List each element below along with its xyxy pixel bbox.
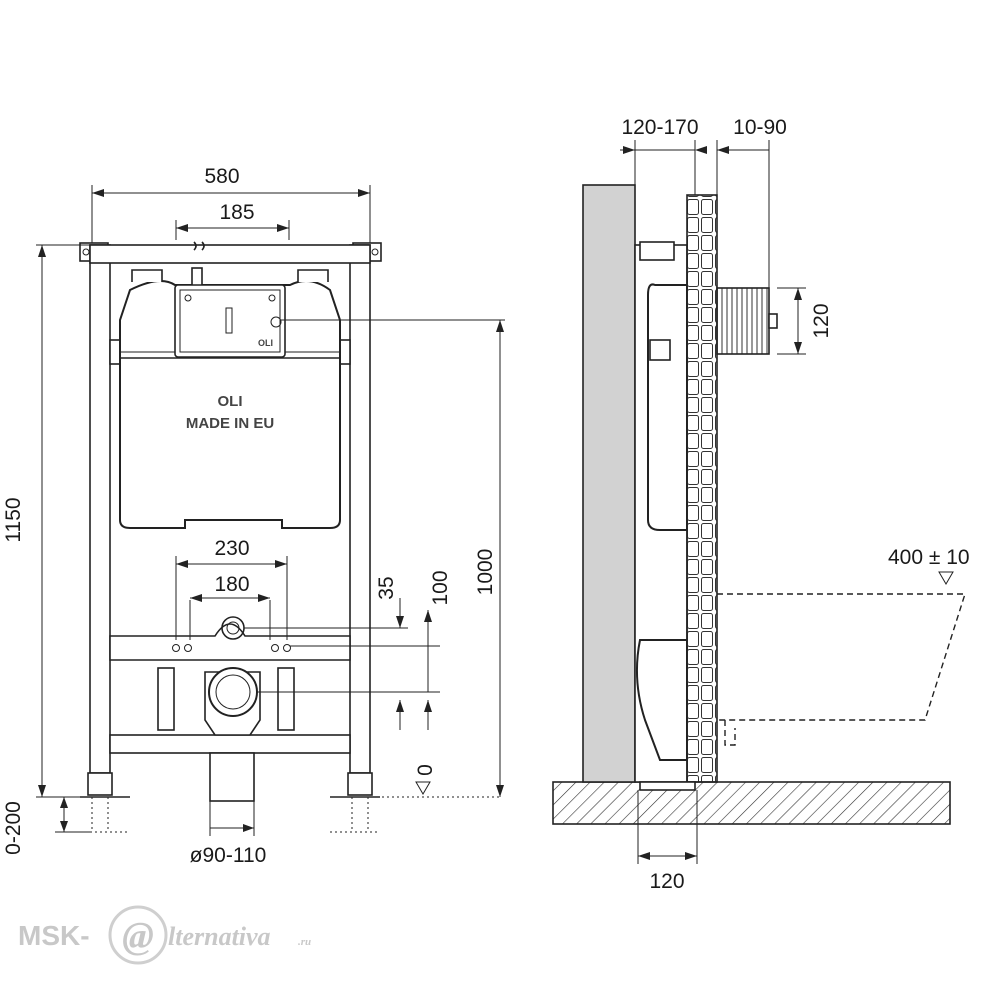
dim-580: 580 bbox=[204, 165, 239, 188]
bowl-outline bbox=[717, 593, 966, 721]
dim-180: 180 bbox=[214, 573, 249, 596]
watermark-left: MSK- bbox=[18, 920, 90, 951]
dim-nozzle-120: 120 bbox=[810, 303, 833, 338]
waste-pipe bbox=[209, 752, 255, 802]
dim-0-200: 0-200 bbox=[2, 801, 25, 855]
dim-base-120: 120 bbox=[649, 870, 684, 893]
flush-valve-box bbox=[174, 284, 286, 358]
dim-100: 100 bbox=[429, 570, 452, 605]
frame-upright-left bbox=[89, 244, 111, 774]
dim-1000: 1000 bbox=[474, 549, 497, 596]
frame-bottom-rail bbox=[109, 734, 351, 754]
zero-level-marker bbox=[415, 781, 431, 795]
dim-bowl-height: 400 ± 10 bbox=[888, 546, 970, 569]
flush-nozzle bbox=[716, 287, 770, 355]
side-view bbox=[552, 184, 966, 825]
dim-230: 230 bbox=[214, 537, 249, 560]
front-panel-board bbox=[686, 194, 718, 783]
side-dimensions: 120-170 10-90 120 120 400 ± 10 bbox=[620, 116, 970, 893]
bowl-fixing-plate bbox=[109, 623, 351, 661]
rear-wall bbox=[582, 184, 636, 783]
dim-185: 185 bbox=[219, 201, 254, 224]
watermark: MSK- @ lternativa .ru bbox=[18, 905, 311, 965]
watermark-circle-icon bbox=[108, 905, 168, 965]
tank-brand-text: OLI bbox=[218, 393, 243, 410]
dim-zero: 0 bbox=[414, 764, 437, 776]
watermark-tld: .ru bbox=[298, 936, 311, 948]
plate-brand-text: OLI bbox=[258, 338, 273, 348]
dim-1150: 1150 bbox=[2, 497, 25, 542]
front-dimensions: 580 185 1150 0-200 230 180 bbox=[2, 165, 505, 867]
tank-origin-text: MADE IN EU bbox=[186, 415, 274, 432]
water-inlet-icon bbox=[193, 241, 205, 251]
front-view: OLI OLI MADE IN EU bbox=[79, 241, 500, 833]
dim-10-90: 10-90 bbox=[733, 116, 787, 139]
dim-waste-pipe: ø90-110 bbox=[190, 844, 267, 867]
dim-35: 35 bbox=[375, 576, 398, 599]
watermark-right: lternativa bbox=[168, 922, 271, 951]
dim-120-170: 120-170 bbox=[621, 116, 698, 139]
frame-upright-right bbox=[349, 244, 371, 774]
frame-top-rail bbox=[89, 244, 371, 264]
floor-section bbox=[552, 781, 951, 825]
watermark-at: @ bbox=[122, 915, 154, 957]
bowl-height-marker bbox=[938, 571, 954, 585]
